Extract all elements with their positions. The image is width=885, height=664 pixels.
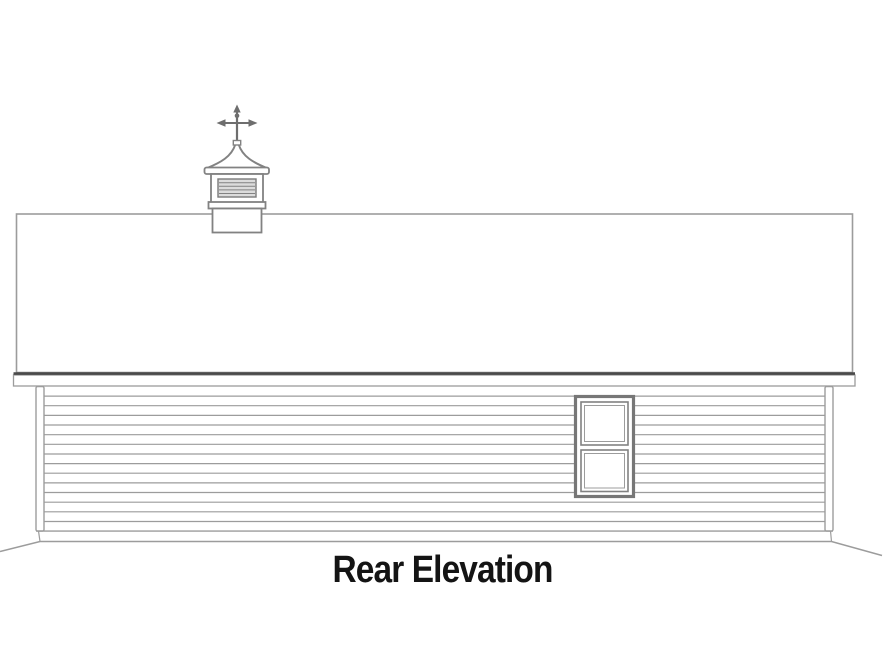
cupola-louver-slats	[219, 182, 255, 194]
weathervane-left-arrow-icon	[216, 119, 226, 127]
foundation-stub-right	[829, 530, 833, 542]
cupola-eave-band	[203, 166, 270, 175]
roof-plane	[15, 213, 854, 374]
cupola	[203, 104, 270, 234]
window	[573, 394, 636, 499]
roof	[15, 213, 854, 374]
siding-wall	[35, 385, 834, 532]
drawing-title: Rear Elevation	[332, 549, 554, 591]
grade	[0, 530, 883, 557]
siding-lines	[44, 395, 825, 523]
cupola-base	[211, 207, 263, 234]
cupola-louver	[217, 178, 257, 198]
corner-trim-right	[824, 385, 834, 532]
weathervane-up-arrow-icon	[233, 104, 241, 113]
eave-fascia	[12, 372, 856, 387]
fascia-band	[12, 374, 856, 387]
weathervane-right-arrow-icon	[248, 119, 258, 127]
weathervane-ball	[234, 113, 240, 119]
cupola-finial-cap	[232, 139, 242, 146]
window-sash-top-glass	[584, 405, 625, 442]
grade-line	[0, 540, 883, 557]
corner-trim-left	[35, 385, 45, 532]
window-sash-bottom-glass	[584, 453, 625, 489]
cupola-bell-roof	[205, 143, 269, 170]
cupola-trim-band	[207, 201, 267, 210]
foundation-stub-left	[37, 530, 41, 542]
